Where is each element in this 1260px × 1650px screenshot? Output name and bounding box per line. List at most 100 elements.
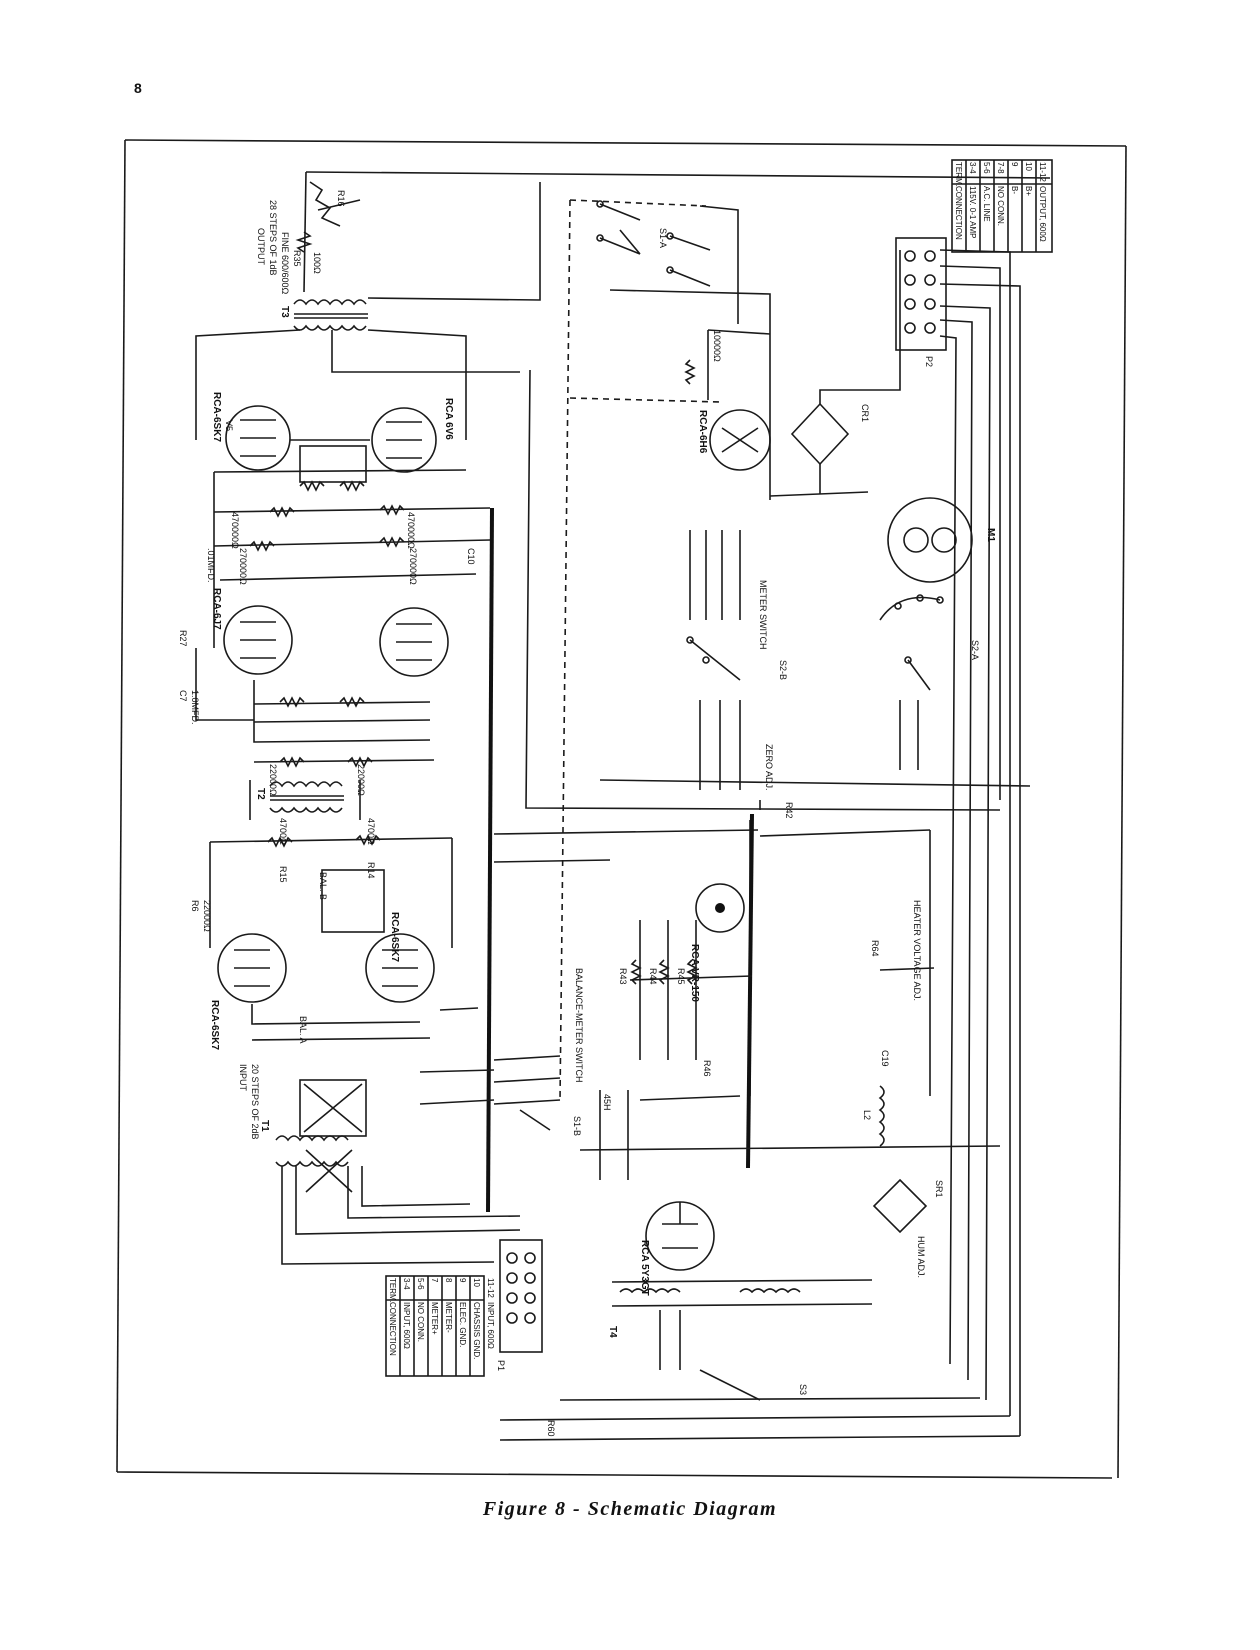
svg-text:28 STEPS OF 1dB: 28 STEPS OF 1dB xyxy=(268,200,278,276)
switch-s1a: S1-A xyxy=(596,200,771,500)
meter-m1: M1 xyxy=(887,497,996,583)
r15-label: R15 xyxy=(278,866,288,883)
terminal-table-cell: 10 xyxy=(1024,162,1033,171)
l2-label: L2 xyxy=(862,1110,872,1120)
c7-label: C7 xyxy=(178,690,188,702)
s2a-label: S2-A xyxy=(970,640,980,660)
svg-text:.01MFD.: .01MFD. xyxy=(206,548,216,583)
connector-p1: P1 xyxy=(496,1239,543,1371)
terminal-table-cell: B- xyxy=(1010,186,1019,194)
v6-label: RCA 6V6 xyxy=(443,398,454,440)
r42-label: R42 xyxy=(784,802,794,819)
c19-label: C19 xyxy=(880,1050,890,1067)
s2b-label: S2-B xyxy=(778,660,788,680)
svg-text:FINE 600/600Ω: FINE 600/600Ω xyxy=(280,232,290,295)
terminal-table-cell: 3-4 xyxy=(968,162,977,174)
svg-text:270000Ω: 270000Ω xyxy=(408,548,418,585)
tube-v1: RCA-6SK7 xyxy=(209,933,287,1050)
svg-text:470000Ω: 470000Ω xyxy=(230,512,240,549)
tube-v7: RCA-6H6 10000Ω xyxy=(684,329,771,471)
terminal-table-cell: OUTPUT, 600Ω xyxy=(1038,186,1047,242)
heater-voltage-adj-label: HEATER VOLTAGE ADJ. xyxy=(912,900,922,1001)
cr1-label: CR1 xyxy=(860,404,870,422)
terminal-table-cell: 9 xyxy=(458,1278,467,1283)
s3-label: S3 xyxy=(798,1384,808,1395)
svg-text:T3: T3 xyxy=(279,306,290,318)
r35-label: R35 xyxy=(292,250,302,267)
tube-v5: RCA-6SK7 V5 xyxy=(211,392,291,471)
r16-label: R16 xyxy=(336,190,346,207)
svg-text:20 STEPS OF 2dB: 20 STEPS OF 2dB xyxy=(250,1064,260,1140)
hum-adj-label: HUM ADJ. xyxy=(916,1236,926,1278)
svg-text:22000Ω: 22000Ω xyxy=(202,900,212,932)
bal-a-label: BAL. A xyxy=(298,1016,308,1044)
svg-text:1.0MFD.: 1.0MFD. xyxy=(190,690,200,725)
terminal-table-cell: 10 xyxy=(472,1278,481,1287)
terminal-table-cell: 3-4 xyxy=(402,1278,411,1290)
tube-v8: RCA VR-150 xyxy=(689,883,745,1002)
transformer-t1: T1 INPUT 20 STEPS OF 2dB xyxy=(238,1064,521,1265)
p2-label: P2 xyxy=(924,356,934,367)
driver-cathode-network: C7 1.0MFD. R27 22000Ω 22000Ω xyxy=(178,630,435,796)
balance-meter-switch-label: BALANCE-METER SWITCH xyxy=(574,968,584,1083)
zero-adj-label: ZERO ADJ. xyxy=(764,744,774,791)
terminal-table-cell: ELEC. GND. xyxy=(458,1302,467,1347)
switch-s2b: METER SWITCH S2-B ZERO ADJ. xyxy=(686,530,788,791)
terminal-table-cell: 9 xyxy=(1010,162,1019,167)
svg-text:100Ω: 100Ω xyxy=(312,252,322,274)
diagram-frame xyxy=(116,139,1127,1479)
terminal-table-cell: 11-12 xyxy=(1038,162,1047,182)
power-supply: 45H xyxy=(579,1090,1001,1180)
svg-text:45H: 45H xyxy=(602,1094,612,1111)
r45-label: R45 xyxy=(676,968,686,985)
r60-label: R60 xyxy=(546,1420,556,1437)
transformer-t2: T2 xyxy=(249,780,361,820)
output-label: OUTPUT xyxy=(256,228,266,266)
v9-label: RCA 5Y3GT xyxy=(639,1240,650,1296)
tube-v9: RCA 5Y3GT xyxy=(639,1201,715,1296)
terminal-table-cell: B+ xyxy=(1024,186,1033,196)
svg-text:T4: T4 xyxy=(607,1326,618,1338)
svg-text:470000Ω: 470000Ω xyxy=(406,512,416,549)
page-number: 8 xyxy=(134,80,142,96)
terminal-table-cell: NO CONN. xyxy=(416,1302,425,1342)
input-terminal-table xyxy=(385,1275,485,1377)
tube-v3: RCA-6J7 xyxy=(211,588,293,675)
switch-s1-linkage xyxy=(559,199,721,1101)
terminal-table-cell: INPUT, 600Ω xyxy=(486,1302,495,1349)
terminal-table-header: CONNECTION xyxy=(388,1302,397,1356)
rectifier-cr1: CR1 xyxy=(769,250,901,497)
ac-line-leads: R60 S3 xyxy=(499,1384,1021,1441)
c10-label: C10 xyxy=(466,548,476,565)
p1-label: P1 xyxy=(496,1360,506,1371)
svg-text:22000Ω: 22000Ω xyxy=(356,764,366,796)
terminal-table-cell: NO CONN. xyxy=(996,186,1005,226)
r27-label: R27 xyxy=(178,630,188,647)
v5-label: RCA-6SK7 xyxy=(211,392,222,442)
r43-label: R43 xyxy=(618,968,628,985)
transformer-t4: T4 xyxy=(607,1279,873,1401)
tube-v2: RCA-6SK7 xyxy=(365,912,435,1003)
terminal-table-cell: 5-6 xyxy=(982,162,991,174)
terminal-table-cell: 5-6 xyxy=(416,1278,425,1290)
output-cathode-network xyxy=(213,439,467,648)
rectifier-sr1: SR1 HUM ADJ. xyxy=(872,1178,944,1278)
svg-text:4700Ω: 4700Ω xyxy=(278,818,288,845)
meter-switch-label: METER SWITCH xyxy=(758,580,768,650)
bal-b-label: BAL. B xyxy=(318,872,328,900)
balance-network: BAL. B BAL. A xyxy=(251,869,479,1044)
r46-label: R46 xyxy=(702,1060,712,1077)
b-plus-bus xyxy=(746,813,754,1169)
r44-label: R44 xyxy=(648,968,658,985)
v1-label: RCA-6SK7 xyxy=(209,1000,220,1050)
terminal-table-header: CONNECTION xyxy=(954,186,963,240)
input-label: INPUT xyxy=(238,1064,248,1092)
transformer-t3: T3 xyxy=(195,182,541,440)
terminal-table-cell: 115V. 0-1 AMP xyxy=(968,186,977,238)
v2-label: RCA-6SK7 xyxy=(389,912,400,962)
interstage-network: 470000Ω 270000Ω 470000Ω 270000Ω .01MFD. … xyxy=(206,504,491,585)
right-harness xyxy=(939,249,1021,1436)
svg-text:4700Ω: 4700Ω xyxy=(366,818,376,845)
